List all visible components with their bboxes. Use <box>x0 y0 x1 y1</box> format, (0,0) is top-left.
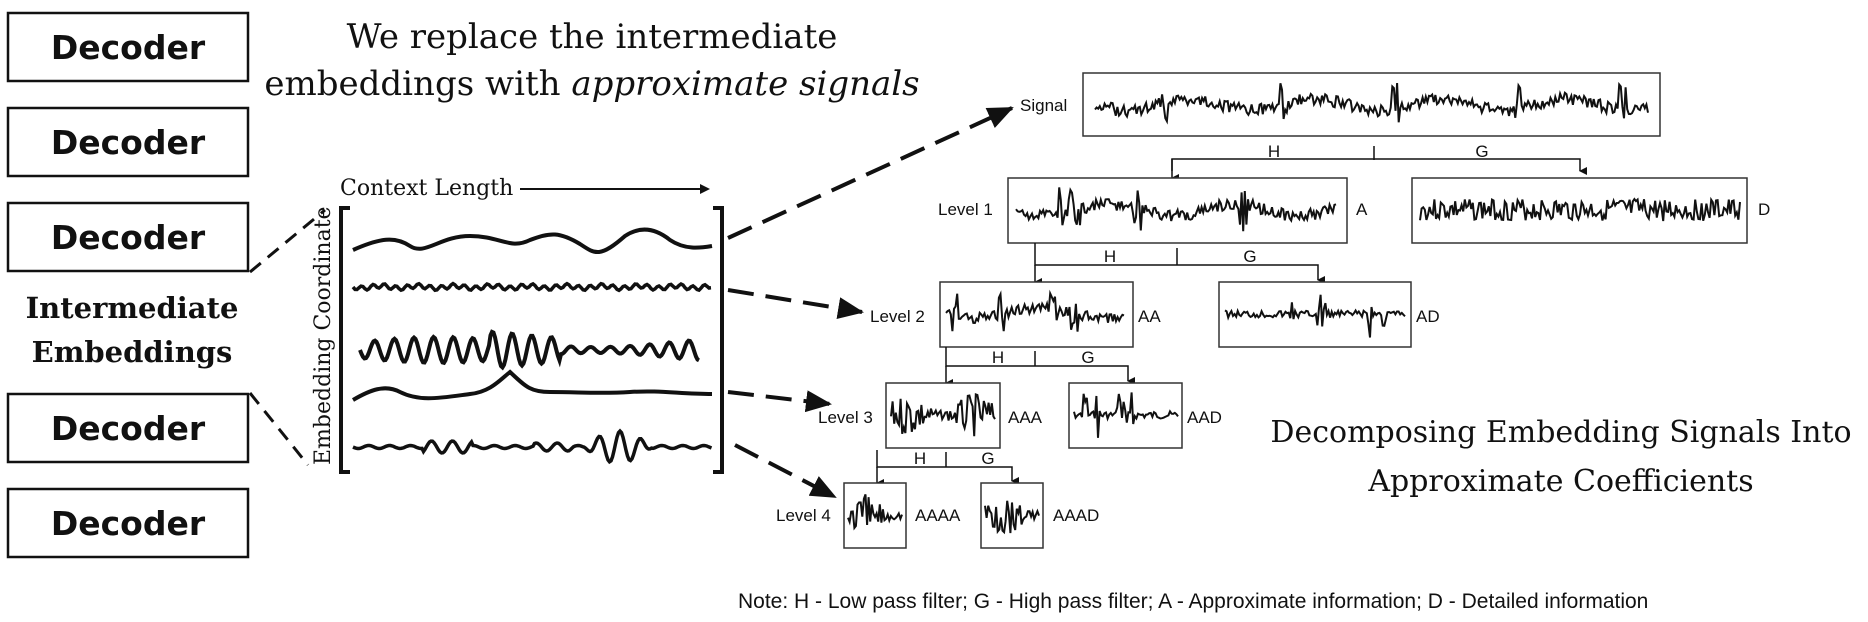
level-2-approx-panel <box>939 281 1134 348</box>
level-4-detail-trace <box>984 500 1040 535</box>
embedding-matrix: Context Length Embedding Coordinate <box>311 176 724 474</box>
wavelet-tree: Signal H G Level 1 A D H G Level 2 AA AD <box>776 72 1770 549</box>
level-1-label: Level 1 <box>938 200 993 219</box>
arrow-to-level3 <box>727 390 832 413</box>
signal-panel <box>1082 72 1661 137</box>
context-length-label: Context Length <box>340 176 513 201</box>
embedding-wave-5 <box>352 428 713 465</box>
signal-label: Signal <box>1020 96 1067 115</box>
split-level3-right <box>876 450 1019 485</box>
level-3-detail-trace <box>1073 392 1179 438</box>
level-2-detail-trace <box>1224 294 1406 338</box>
level-1-approx-trace <box>1015 187 1337 232</box>
connector-top <box>249 208 326 274</box>
decoder-label: Decoder <box>51 409 206 448</box>
filter-high-label: G <box>1475 142 1488 161</box>
connector-bottom <box>248 392 310 466</box>
embedding-coordinate-label: Embedding Coordinate <box>311 206 336 465</box>
filter-low-label: H <box>914 449 926 468</box>
decoder-stack: Decoder Decoder Decoder Decoder Decoder <box>6 11 250 559</box>
level-3-approx-trace <box>890 392 996 437</box>
level-4-approx-label: AAAA <box>915 506 961 525</box>
arrow-to-signal <box>727 106 1014 240</box>
intermediate-label-line1: Intermediate <box>26 291 239 325</box>
embedding-wave-2 <box>351 281 712 293</box>
level-1-detail-label: D <box>1758 200 1770 219</box>
level-3-label: Level 3 <box>818 408 873 427</box>
decoder-block: Decoder <box>6 106 250 178</box>
level-2-approx-label: AA <box>1138 307 1161 326</box>
embedding-wave-1 <box>352 227 713 254</box>
level-1-detail-trace <box>1419 196 1741 222</box>
level-4-detail-label: AAAD <box>1053 506 1099 525</box>
decoder-label: Decoder <box>51 28 206 67</box>
filter-low-label: H <box>1268 142 1280 161</box>
split-signal-right <box>1171 158 1587 175</box>
embedding-wave-4 <box>351 369 713 402</box>
decoder-block: Decoder <box>6 11 250 83</box>
filter-high-label: G <box>1243 247 1256 266</box>
level-3-detail-label: AAD <box>1187 408 1222 427</box>
level-4-label: Level 4 <box>776 506 831 525</box>
caption-line1: Decomposing Embedding Signals Into <box>1270 415 1851 450</box>
decoder-block: Decoder <box>6 201 250 273</box>
decoder-block: Decoder <box>6 487 250 559</box>
legend-note: Note: H - Low pass filter; G - High pass… <box>738 590 1648 613</box>
matrix-right-bracket <box>713 206 724 474</box>
heading-line2: embeddings with approximate signals <box>264 64 919 104</box>
decoder-label: Decoder <box>51 123 206 162</box>
arrow-to-level2 <box>727 288 864 319</box>
embedding-wave-3 <box>358 329 700 371</box>
filter-low-label: H <box>992 348 1004 367</box>
level-1-approx-label: A <box>1356 200 1368 219</box>
filter-high-label: G <box>981 449 994 468</box>
matrix-left-bracket <box>339 206 350 474</box>
signal-trace <box>1094 81 1649 125</box>
level-2-detail-label: AD <box>1416 307 1440 326</box>
caption-line2: Approximate Coefficients <box>1367 464 1753 499</box>
arrow-to-level4 <box>734 443 837 499</box>
level-2-approx-trace <box>945 289 1125 332</box>
filter-high-label: G <box>1081 348 1094 367</box>
level-2-label: Level 2 <box>870 307 925 326</box>
heading-line1: We replace the intermediate <box>347 17 838 57</box>
decoder-label: Decoder <box>51 504 206 543</box>
intermediate-label-line2: Embeddings <box>32 335 233 369</box>
split-level2-right <box>945 347 1135 385</box>
filter-low-label: H <box>1104 247 1116 266</box>
level-3-approx-label: AAA <box>1008 408 1043 427</box>
decoder-label: Decoder <box>51 218 206 257</box>
decoder-block: Decoder <box>6 392 250 464</box>
level-4-approx-trace <box>847 494 903 531</box>
